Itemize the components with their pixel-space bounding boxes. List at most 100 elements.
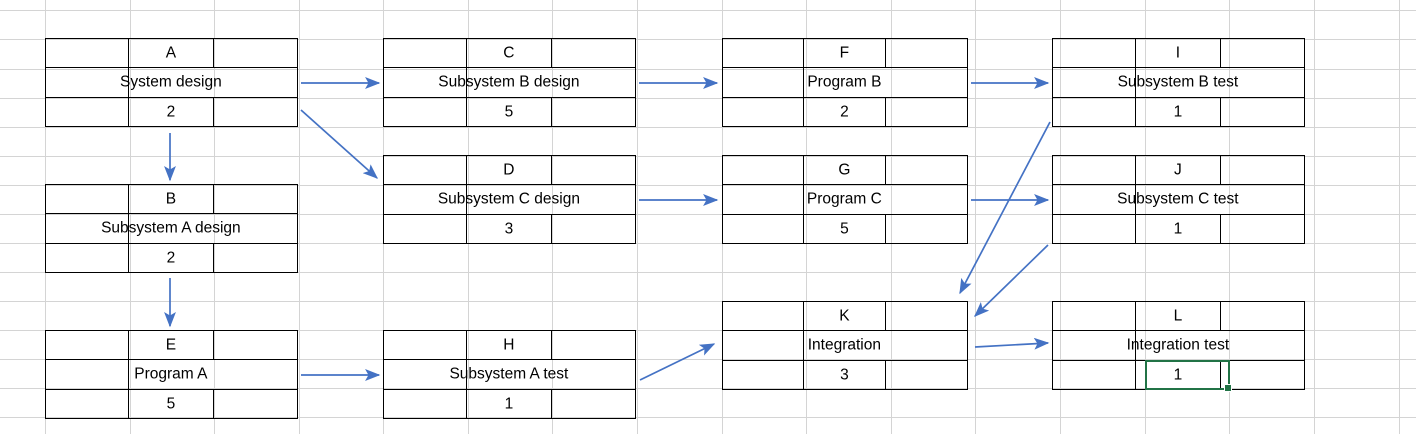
task-cell-empty-left[interactable]: [1053, 360, 1137, 389]
task-cell-empty-right[interactable]: [550, 214, 634, 243]
task-cell-empty-right[interactable]: [212, 331, 296, 360]
task-cell-empty-right[interactable]: [1219, 156, 1303, 185]
task-cell-empty-right[interactable]: [1220, 185, 1303, 213]
task-id-cell[interactable]: J: [1136, 156, 1219, 184]
task-id-cell[interactable]: H: [467, 331, 550, 359]
task-cell-empty-right[interactable]: [213, 68, 296, 96]
task-duration-cell[interactable]: 1: [1136, 361, 1219, 389]
task-cell-empty-left[interactable]: [46, 243, 130, 272]
task-cell-empty-left[interactable]: [46, 360, 130, 389]
task-duration-cell[interactable]: 1: [1136, 98, 1219, 126]
task-cell-empty-left[interactable]: [1053, 302, 1137, 331]
arrow-a-to-d[interactable]: [300, 109, 379, 179]
task-duration-cell[interactable]: 5: [804, 215, 885, 243]
task-cell-empty-left[interactable]: [46, 39, 130, 68]
task-cell-empty-right[interactable]: [212, 97, 296, 126]
task-cell-empty-left[interactable]: [1053, 214, 1137, 243]
task-cell-empty-right[interactable]: [884, 360, 966, 389]
task-cell-empty-left[interactable]: [46, 389, 130, 418]
task-cell-empty-right[interactable]: [212, 389, 296, 418]
task-cell-empty-right[interactable]: [213, 360, 296, 388]
task-id-cell[interactable]: C: [467, 39, 550, 67]
task-id-cell[interactable]: E: [129, 331, 212, 359]
task-cell-empty-left[interactable]: [384, 39, 468, 68]
task-name-cell[interactable]: Subsystem B test: [1118, 68, 1239, 96]
task-cell-empty-left[interactable]: [723, 68, 804, 97]
task-name-cell[interactable]: Subsystem C test: [1117, 185, 1238, 213]
task-cell-empty-left[interactable]: [384, 156, 468, 185]
task-cell-empty-left[interactable]: [46, 185, 130, 214]
task-duration-cell[interactable]: 1: [467, 390, 550, 418]
task-duration-cell[interactable]: 2: [129, 98, 212, 126]
task-cell-empty-left[interactable]: [723, 331, 804, 360]
task-id-cell[interactable]: I: [1136, 39, 1219, 67]
task-cell-empty-right[interactable]: [1219, 360, 1303, 389]
task-cell-empty-left[interactable]: [384, 214, 468, 243]
task-cell-empty-right[interactable]: [550, 97, 634, 126]
task-cell-empty-right[interactable]: [885, 331, 966, 359]
task-cell-empty-right[interactable]: [884, 97, 966, 126]
task-cell-empty-right[interactable]: [551, 68, 634, 96]
task-name-cell[interactable]: System design: [120, 68, 222, 96]
task-cell-empty-right[interactable]: [1219, 214, 1303, 243]
task-cell-empty-right[interactable]: [550, 331, 634, 360]
task-cell-empty-left[interactable]: [384, 68, 468, 97]
task-cell-empty-right[interactable]: [1220, 331, 1303, 359]
task-cell-empty-left[interactable]: [384, 97, 468, 126]
task-cell-empty-right[interactable]: [885, 185, 966, 213]
task-cell-empty-left[interactable]: [1053, 331, 1137, 360]
task-cell-empty-right[interactable]: [1220, 68, 1303, 96]
task-duration-cell[interactable]: 2: [804, 98, 885, 126]
task-name-cell[interactable]: Subsystem B design: [438, 68, 579, 96]
task-cell-empty-left[interactable]: [723, 302, 804, 331]
task-id-cell[interactable]: L: [1136, 302, 1219, 330]
task-cell-empty-left[interactable]: [1053, 97, 1137, 126]
task-name-cell[interactable]: Program A: [129, 360, 212, 388]
task-name-cell[interactable]: Integration: [804, 331, 885, 359]
task-name-cell[interactable]: Subsystem A design: [101, 214, 241, 242]
task-cell-empty-left[interactable]: [723, 97, 804, 126]
task-cell-empty-left[interactable]: [723, 214, 804, 243]
task-cell-empty-right[interactable]: [884, 302, 966, 331]
task-cell-empty-left[interactable]: [723, 185, 804, 214]
task-name-cell[interactable]: Program B: [804, 68, 885, 96]
task-cell-empty-left[interactable]: [723, 156, 804, 185]
task-cell-empty-left[interactable]: [384, 360, 468, 389]
arrow-j-to-k[interactable]: [974, 244, 1049, 317]
task-id-cell[interactable]: D: [467, 156, 550, 184]
task-id-cell[interactable]: G: [804, 156, 885, 184]
task-duration-cell[interactable]: 3: [467, 215, 550, 243]
task-cell-empty-left[interactable]: [46, 331, 130, 360]
task-name-cell[interactable]: Subsystem C design: [438, 185, 580, 213]
task-cell-empty-left[interactable]: [384, 331, 468, 360]
task-id-cell[interactable]: A: [129, 39, 212, 67]
task-cell-empty-left[interactable]: [1053, 39, 1137, 68]
task-cell-empty-right[interactable]: [550, 39, 634, 68]
task-cell-empty-right[interactable]: [885, 68, 966, 96]
task-cell-empty-left[interactable]: [1053, 68, 1137, 97]
task-cell-empty-right[interactable]: [213, 214, 296, 242]
task-cell-empty-left[interactable]: [723, 360, 804, 389]
task-name-cell[interactable]: Subsystem A test: [449, 360, 568, 388]
task-duration-cell[interactable]: 1: [1136, 215, 1219, 243]
task-cell-empty-left[interactable]: [46, 97, 130, 126]
task-name-cell[interactable]: Integration test: [1127, 331, 1230, 359]
task-duration-cell[interactable]: 3: [804, 361, 885, 389]
arrow-h-to-k[interactable]: [639, 343, 716, 381]
task-cell-empty-right[interactable]: [1219, 97, 1303, 126]
task-name-cell[interactable]: Program C: [804, 185, 885, 213]
task-cell-empty-right[interactable]: [212, 39, 296, 68]
task-cell-empty-right[interactable]: [212, 185, 296, 214]
task-cell-empty-left[interactable]: [384, 389, 468, 418]
